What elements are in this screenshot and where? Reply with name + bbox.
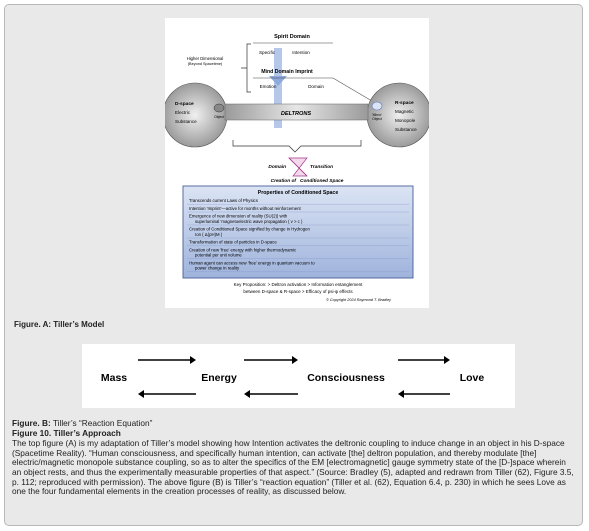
magnetic-label: Magnetic <box>395 109 414 114</box>
arrowhead-mass-energy-forward <box>190 356 196 364</box>
property-item-0: Transcends current Laws of Physics <box>189 198 258 203</box>
figure-10-title: Figure 10. Tiller’s Approach <box>12 427 121 438</box>
bottom-brace <box>232 140 362 153</box>
deltrons-label: DELTRONS <box>281 111 312 117</box>
beyond-spacetime-label: (Beyond Spacetime) <box>188 62 223 66</box>
mind-to-rspace-line <box>332 77 378 105</box>
specific-label: Specific <box>259 50 276 55</box>
consciousness-label: Consciousness <box>307 372 385 384</box>
electric-label: Electric <box>175 110 191 115</box>
property-item-1: Intention 'Imprint'—active for months wi… <box>189 206 302 211</box>
arrowhead-consciousness-love-forward <box>444 356 450 364</box>
caption-figure-b: Figure. B: Tiller’s “Reaction Equation” <box>12 418 575 429</box>
property-item-4: Transformation of state of particles in … <box>189 240 277 245</box>
property-item-2: Emergence of new dimension of reality (S… <box>189 214 288 219</box>
caption-figure-b-label: Figure. B: <box>12 418 51 428</box>
higher-dimensional-label: Higher Dimensional <box>187 56 224 61</box>
intention-arrowhead <box>269 76 287 86</box>
tiller-model-figure: Spirit Domain Specific Intention Higher … <box>165 18 429 308</box>
substance-label: Substance <box>175 119 197 124</box>
intention-arrow <box>274 48 282 128</box>
mirror-object-label: Object <box>372 117 382 121</box>
emotion-label: Emotion <box>260 84 277 89</box>
domain-label: Domain <box>308 84 324 89</box>
conditioned-space-label: Conditioned Space <box>300 178 344 184</box>
intention-label: Intention <box>292 50 310 55</box>
mind-domain-label: Mind Domain Imprint <box>261 69 313 75</box>
spirit-domain-label: Spirit Domain <box>274 34 310 40</box>
d-space-label: D-space <box>175 101 194 107</box>
domain-transition-1: Domain <box>268 164 286 170</box>
r-space-label: R-space <box>395 100 414 106</box>
mass-label: Mass <box>101 372 127 384</box>
property-item-5: Creation of new 'free' energy with highe… <box>189 247 297 252</box>
higher-dimensional-bracket <box>241 43 251 93</box>
arrowhead-energy-mass-back <box>138 390 144 398</box>
deltrons-band <box>224 103 369 121</box>
copyright-label: © Copyright 2024 Raymond T. Bradley <box>326 298 392 302</box>
property-item-3: Creation of Conditioned Space signified … <box>189 227 310 232</box>
property-item-5-line1: potential per unit volume <box>195 253 242 258</box>
reaction-equation-diagram: Mass Energy Consciousness Love <box>101 356 485 398</box>
domain-transition-2: Transition <box>310 164 333 170</box>
properties-title: Properties of Conditioned Space <box>258 190 339 196</box>
substance-r-label: Substance <box>395 127 417 132</box>
arrowhead-consciousness-energy-back <box>244 390 250 398</box>
tiller-model-diagram: Spirit Domain Specific Intention Higher … <box>165 34 429 302</box>
property-item-6: Human agent can access new 'free' energy… <box>189 260 315 265</box>
arrowhead-energy-consciousness-forward <box>292 356 298 364</box>
description-paragraph: The top figure (A) is my adaptation of T… <box>12 438 574 497</box>
caption-figure-a: Figure. A: Tiller’s Model <box>14 320 105 329</box>
mirror-label: 'Mirror' <box>372 113 382 117</box>
energy-label: Energy <box>201 372 237 384</box>
key-proposition-1: Key Proposition: > Deltron activation > … <box>234 282 364 287</box>
mirror-object-icon <box>371 101 383 111</box>
caption-block: Figure. B: Tiller’s “Reaction Equation” … <box>12 418 575 497</box>
property-item-2-line1: superluminal 'magnetoelectric wave propa… <box>195 219 303 224</box>
love-label: Love <box>460 372 485 384</box>
properties-box <box>182 185 414 279</box>
monopole-label: Monopole <box>395 118 416 123</box>
d-space-object-icon <box>213 103 225 113</box>
d-space-object-label: Object <box>214 115 224 119</box>
hourglass-left <box>288 157 308 177</box>
properties-list: Transcends current Laws of PhysicsIntent… <box>187 198 409 272</box>
property-item-3-line1: Ion ( Δ(pH)M ) <box>195 232 223 237</box>
property-item-6-line1: power change in reality <box>195 266 240 271</box>
key-proposition-2: between D-space & R-space > Efficacy of … <box>243 289 353 294</box>
creation-of-label: Creation of <box>271 178 297 184</box>
arrowhead-love-consciousness-back <box>398 390 404 398</box>
reaction-equation-figure: Mass Energy Consciousness Love <box>82 344 515 408</box>
caption-figure-b-text: Tiller’s “Reaction Equation” <box>50 418 153 428</box>
